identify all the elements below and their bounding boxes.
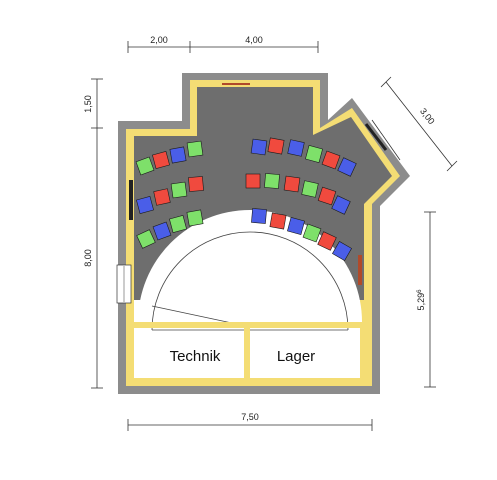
seat-right-row2-1 — [245, 173, 261, 189]
seat-right-row1-5 — [321, 150, 341, 170]
dim-right-lower: 5,296 — [416, 289, 426, 311]
seat-right-row2-5 — [317, 186, 337, 206]
seat-right-row1-3 — [287, 139, 305, 157]
stage-arc-line — [151, 231, 349, 331]
seat-right-row1-4 — [305, 145, 323, 163]
dimension-lines — [91, 41, 458, 431]
seat-left-row1-4 — [186, 140, 204, 158]
seat-left-row2-4 — [188, 176, 204, 192]
seat-left-row3-4 — [186, 209, 204, 227]
room-top-wall — [134, 322, 360, 328]
dim-left-upper: 1,50 — [83, 95, 93, 113]
dim-top-left: 2,00 — [150, 35, 168, 45]
seat-right-row3-5 — [317, 231, 337, 251]
diagonal-door — [364, 123, 388, 151]
room-technik — [134, 328, 244, 378]
seat-left-row2-1 — [136, 196, 154, 214]
room-lager — [250, 328, 360, 378]
seat-right-row1-1 — [250, 138, 268, 156]
dim-bottom: 7,50 — [241, 412, 259, 422]
seat-left-row3-1 — [136, 229, 156, 249]
seat-right-row3-6 — [332, 241, 352, 261]
seat-right-row1-2 — [267, 137, 285, 155]
dim-left-main: 8,00 — [83, 249, 93, 267]
seat-right-row3-4 — [302, 223, 322, 243]
room-divider — [244, 324, 250, 386]
seat-right-row2-4 — [301, 180, 319, 198]
seating — [135, 137, 357, 261]
seat-right-row2-6 — [331, 195, 351, 215]
seat-left-row1-3 — [169, 146, 187, 164]
seat-left-row3-3 — [169, 215, 187, 233]
room-label-technik: Technik — [170, 348, 221, 365]
seat-left-row1-2 — [152, 151, 170, 169]
seat-left-row3-2 — [152, 221, 172, 241]
seat-right-row2-3 — [283, 175, 301, 193]
right-door — [358, 255, 362, 285]
seat-right-row3-1 — [251, 208, 267, 224]
seat-right-row1-6 — [337, 157, 357, 177]
room-label-lager: Lager — [277, 348, 315, 365]
seat-right-row3-3 — [287, 217, 305, 235]
seat-left-row2-3 — [170, 181, 188, 199]
left-door — [129, 180, 133, 220]
seat-right-row2-2 — [264, 173, 280, 189]
dim-right-diag: 3,00 — [418, 106, 437, 126]
diagonal-door-swing — [371, 119, 401, 161]
seat-left-row1-1 — [135, 156, 155, 176]
seat-left-row2-2 — [153, 188, 171, 206]
dim-top-right: 4,00 — [245, 35, 263, 45]
seat-right-row3-2 — [269, 212, 287, 230]
